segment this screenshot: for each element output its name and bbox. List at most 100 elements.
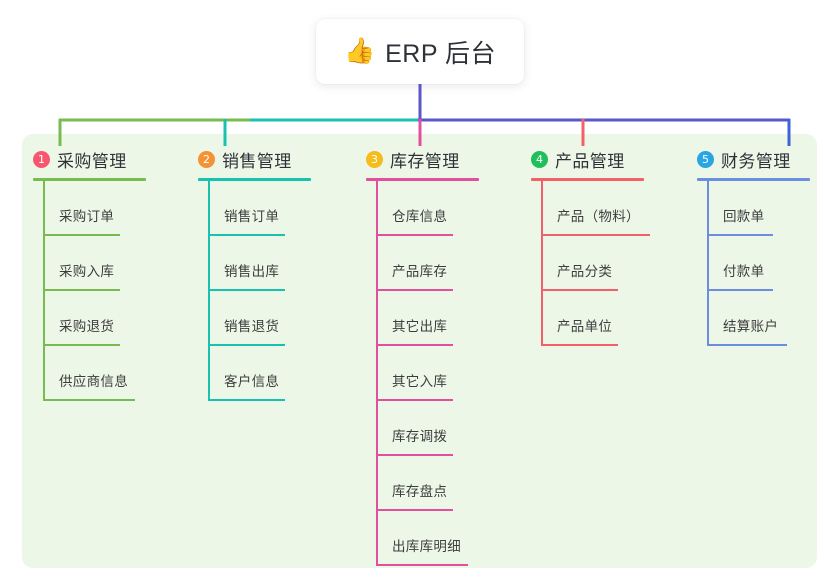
branch-trunk-4 <box>541 181 543 346</box>
leaf-rule <box>208 234 285 236</box>
branch-title-5: 财务管理 <box>721 151 791 171</box>
leaf-label: 销售出库 <box>224 264 280 279</box>
list-item[interactable]: 采购订单 <box>33 181 146 236</box>
list-item[interactable]: 产品（物料） <box>531 181 650 236</box>
branch-trunk-5 <box>707 181 709 346</box>
list-item[interactable]: 结算账户 <box>697 291 810 346</box>
branch-items-5: 回款单 付款单 结算账户 <box>697 181 810 346</box>
branch-rule-5 <box>697 178 810 181</box>
leaf-rule <box>541 289 618 291</box>
branch-column-1: 1 采购管理 采购订单 采购入库 采购退货 供应商信息 <box>33 146 146 401</box>
branch-title-3: 库存管理 <box>390 151 460 171</box>
branch-title-4: 产品管理 <box>555 151 625 171</box>
leaf-label: 供应商信息 <box>59 374 128 389</box>
list-item[interactable]: 产品单位 <box>531 291 644 346</box>
leaf-rule <box>376 509 453 511</box>
branch-rule-1 <box>33 178 146 181</box>
branch-header-1[interactable]: 1 采购管理 <box>33 146 146 172</box>
branch-column-5: 5 财务管理 回款单 付款单 结算账户 <box>697 146 810 346</box>
list-item[interactable]: 出库库明细 <box>366 511 479 566</box>
branch-trunk-2 <box>208 181 210 401</box>
branch-items-1: 采购订单 采购入库 采购退货 供应商信息 <box>33 181 146 401</box>
leaf-label: 仓库信息 <box>392 209 448 224</box>
root-node-title: ERP 后台 <box>385 39 497 68</box>
leaf-rule <box>707 234 773 236</box>
leaf-label: 销售订单 <box>224 209 280 224</box>
leaf-label: 回款单 <box>723 209 765 224</box>
list-item[interactable]: 产品库存 <box>366 236 479 291</box>
list-item[interactable]: 销售退货 <box>198 291 311 346</box>
leaf-label: 库存调拨 <box>392 429 448 444</box>
leaf-rule <box>707 344 787 346</box>
list-item[interactable]: 供应商信息 <box>33 346 146 401</box>
leaf-rule <box>208 344 285 346</box>
list-item[interactable]: 采购退货 <box>33 291 146 346</box>
branch-badge-5: 5 <box>697 150 714 168</box>
list-item[interactable]: 回款单 <box>697 181 810 236</box>
leaf-rule <box>208 289 285 291</box>
list-item[interactable]: 其它入库 <box>366 346 479 401</box>
branch-header-4[interactable]: 4 产品管理 <box>531 146 644 172</box>
leaf-label: 产品分类 <box>557 264 613 279</box>
branch-column-4: 4 产品管理 产品（物料） 产品分类 产品单位 <box>531 146 650 346</box>
list-item[interactable]: 采购入库 <box>33 236 146 291</box>
list-item[interactable]: 产品分类 <box>531 236 644 291</box>
leaf-rule <box>43 399 135 401</box>
leaf-label: 产品（物料） <box>557 209 640 224</box>
branch-trunk-3 <box>376 181 378 566</box>
list-item[interactable]: 销售出库 <box>198 236 311 291</box>
branch-title-1: 采购管理 <box>57 151 127 171</box>
leaf-rule <box>376 234 453 236</box>
branch-badge-4: 4 <box>531 150 548 168</box>
branch-column-2: 2 销售管理 销售订单 销售出库 销售退货 客户信息 <box>198 146 311 401</box>
branch-badge-2: 2 <box>198 150 215 168</box>
leaf-label: 其它入库 <box>392 374 448 389</box>
leaf-rule <box>376 564 468 566</box>
branch-title-2: 销售管理 <box>222 151 292 171</box>
leaf-rule <box>376 289 453 291</box>
list-item[interactable]: 库存盘点 <box>366 456 479 511</box>
leaf-rule <box>43 344 120 346</box>
branch-column-3: 3 库存管理 仓库信息 产品库存 其它出库 其它入库 库存调拨 <box>366 146 479 566</box>
branch-items-3: 仓库信息 产品库存 其它出库 其它入库 库存调拨 库存盘点 <box>366 181 479 566</box>
list-item[interactable]: 其它出库 <box>366 291 479 346</box>
leaf-label: 客户信息 <box>224 374 280 389</box>
leaf-rule <box>376 454 453 456</box>
list-item[interactable]: 付款单 <box>697 236 810 291</box>
leaf-label: 付款单 <box>723 264 765 279</box>
leaf-rule <box>43 234 120 236</box>
branch-rule-3 <box>366 178 479 181</box>
list-item[interactable]: 仓库信息 <box>366 181 479 236</box>
leaf-label: 产品单位 <box>557 319 613 334</box>
list-item[interactable]: 库存调拨 <box>366 401 479 456</box>
list-item[interactable]: 销售订单 <box>198 181 311 236</box>
thumbs-up-icon: 👍 <box>343 37 376 65</box>
leaf-label: 采购退货 <box>59 319 115 334</box>
branch-header-3[interactable]: 3 库存管理 <box>366 146 479 172</box>
list-item[interactable]: 客户信息 <box>198 346 311 401</box>
leaf-label: 销售退货 <box>224 319 280 334</box>
leaf-label: 结算账户 <box>723 319 779 334</box>
branch-trunk-1 <box>43 181 45 401</box>
leaf-rule <box>707 289 773 291</box>
leaf-rule <box>376 344 453 346</box>
leaf-label: 其它出库 <box>392 319 448 334</box>
branch-badge-1: 1 <box>33 150 50 168</box>
branch-rule-4 <box>531 178 644 181</box>
branch-header-5[interactable]: 5 财务管理 <box>697 146 810 172</box>
branch-items-4: 产品（物料） 产品分类 产品单位 <box>531 181 650 346</box>
branch-header-2[interactable]: 2 销售管理 <box>198 146 311 172</box>
branch-badge-3: 3 <box>366 150 383 168</box>
leaf-label: 采购订单 <box>59 209 115 224</box>
leaf-label: 采购入库 <box>59 264 115 279</box>
leaf-rule <box>43 289 120 291</box>
leaf-label: 库存盘点 <box>392 484 448 499</box>
leaf-label: 出库库明细 <box>392 539 461 554</box>
leaf-rule <box>376 399 453 401</box>
branch-rule-2 <box>198 178 311 181</box>
leaf-rule <box>541 344 618 346</box>
leaf-rule <box>541 234 650 236</box>
root-node-erp-backend[interactable]: 👍 ERP 后台 <box>316 19 524 84</box>
leaf-rule <box>208 399 285 401</box>
